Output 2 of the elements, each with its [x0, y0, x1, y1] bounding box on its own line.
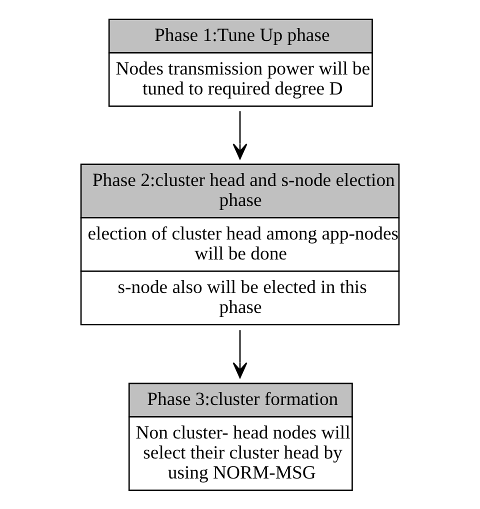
arrow	[232, 111, 248, 160]
arrow	[232, 330, 248, 378]
